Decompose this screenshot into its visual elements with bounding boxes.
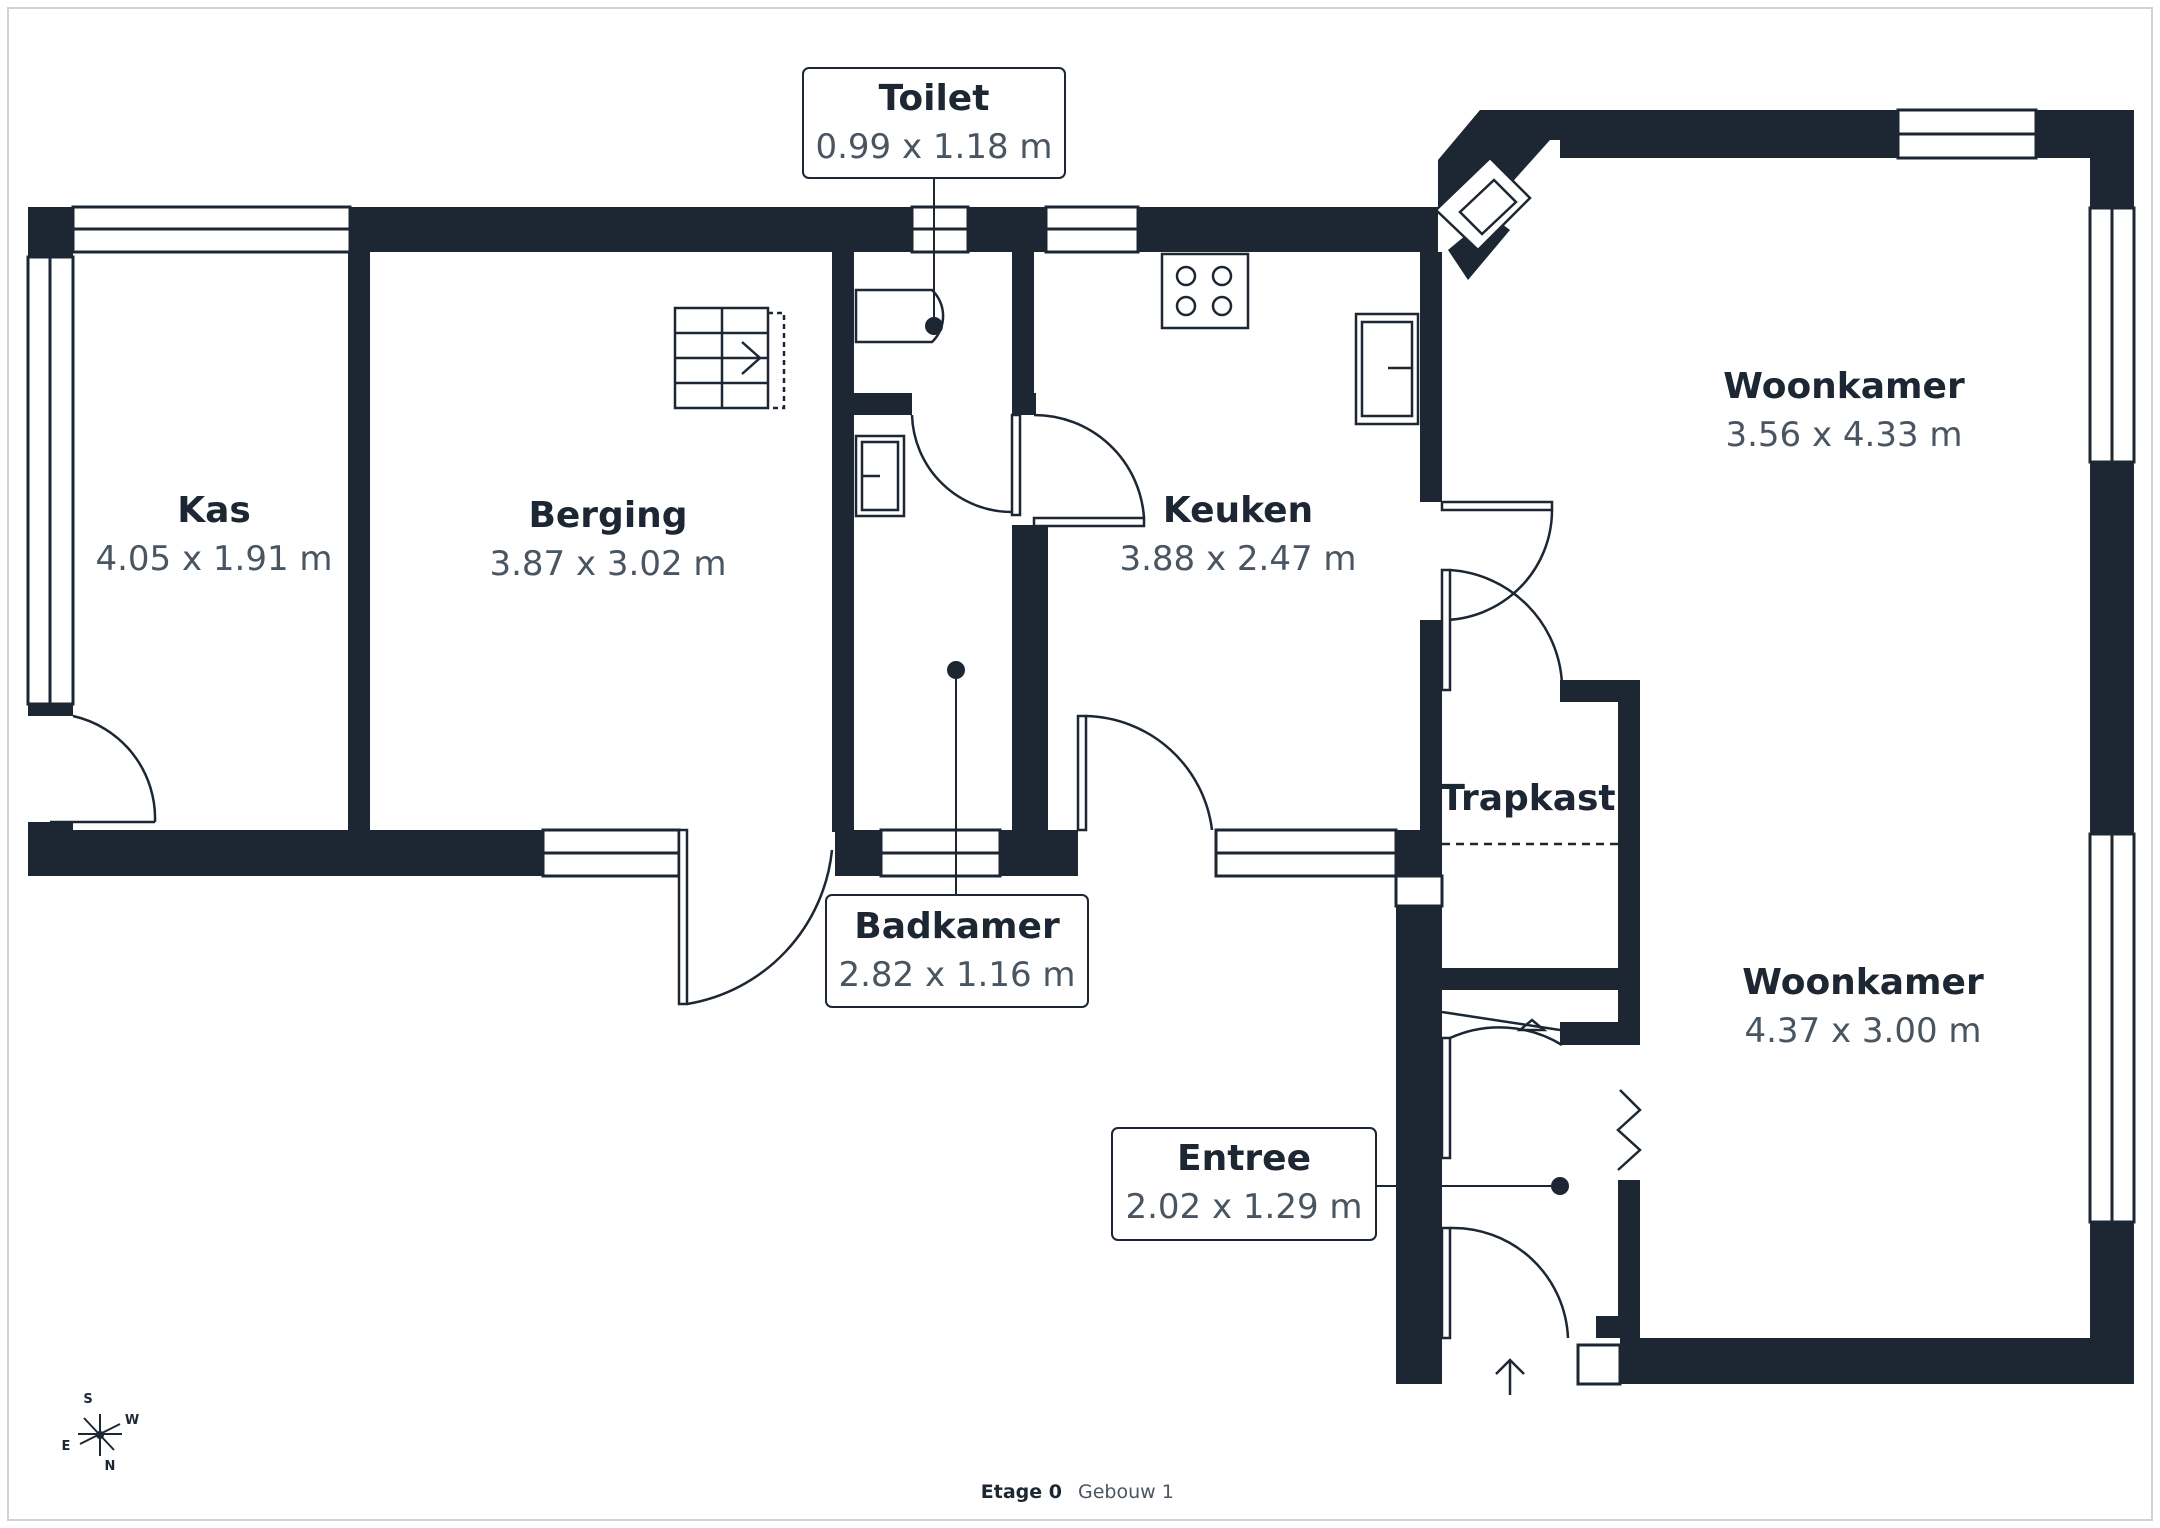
doors — [50, 413, 1642, 1395]
compass-south: S — [83, 1392, 92, 1407]
room-dims-entree: 2.02 x 1.29 m — [1125, 1187, 1362, 1227]
compass-west: W — [125, 1413, 139, 1428]
toilet-label-box — [802, 67, 1066, 179]
label-leaders — [925, 178, 1569, 1195]
room-name-keuken: Keuken — [1163, 490, 1313, 531]
room-dims-badkamer: 2.82 x 1.16 m — [838, 955, 1075, 995]
room-dims-kas: 4.05 x 1.91 m — [95, 539, 332, 579]
footer-building: Gebouw 1 — [1078, 1481, 1174, 1503]
room-name-kas: Kas — [177, 490, 251, 531]
badkamer-label-box — [825, 894, 1089, 1008]
room-name-trapkast: Trapkast — [1440, 778, 1615, 819]
room-name-berging: Berging — [528, 495, 687, 536]
room-name-badkamer: Badkamer — [854, 906, 1060, 947]
entree-label-box — [1111, 1127, 1377, 1241]
room-name-woonkamer-top: Woonkamer — [1723, 366, 1965, 407]
walls — [28, 110, 2134, 1384]
room-dims-woonkamer-top: 3.56 x 4.33 m — [1725, 415, 1962, 455]
room-dims-woonkamer-bottom: 4.37 x 3.00 m — [1744, 1011, 1981, 1051]
footer-floor: Etage 0 — [981, 1481, 1062, 1503]
room-dims-berging: 3.87 x 3.02 m — [489, 544, 726, 584]
room-dims-toilet: 0.99 x 1.18 m — [815, 127, 1052, 167]
compass-east: E — [62, 1439, 71, 1454]
room-name-entree: Entree — [1177, 1138, 1311, 1179]
fixtures — [673, 156, 1532, 518]
room-name-woonkamer-bottom: Woonkamer — [1742, 962, 1984, 1003]
compass-north: N — [105, 1459, 116, 1474]
compass — [78, 1414, 122, 1456]
windows — [26, 108, 2136, 1386]
room-dims-keuken: 3.88 x 2.47 m — [1119, 539, 1356, 579]
room-name-toilet: Toilet — [879, 78, 990, 119]
page-frame — [7, 7, 2153, 1521]
